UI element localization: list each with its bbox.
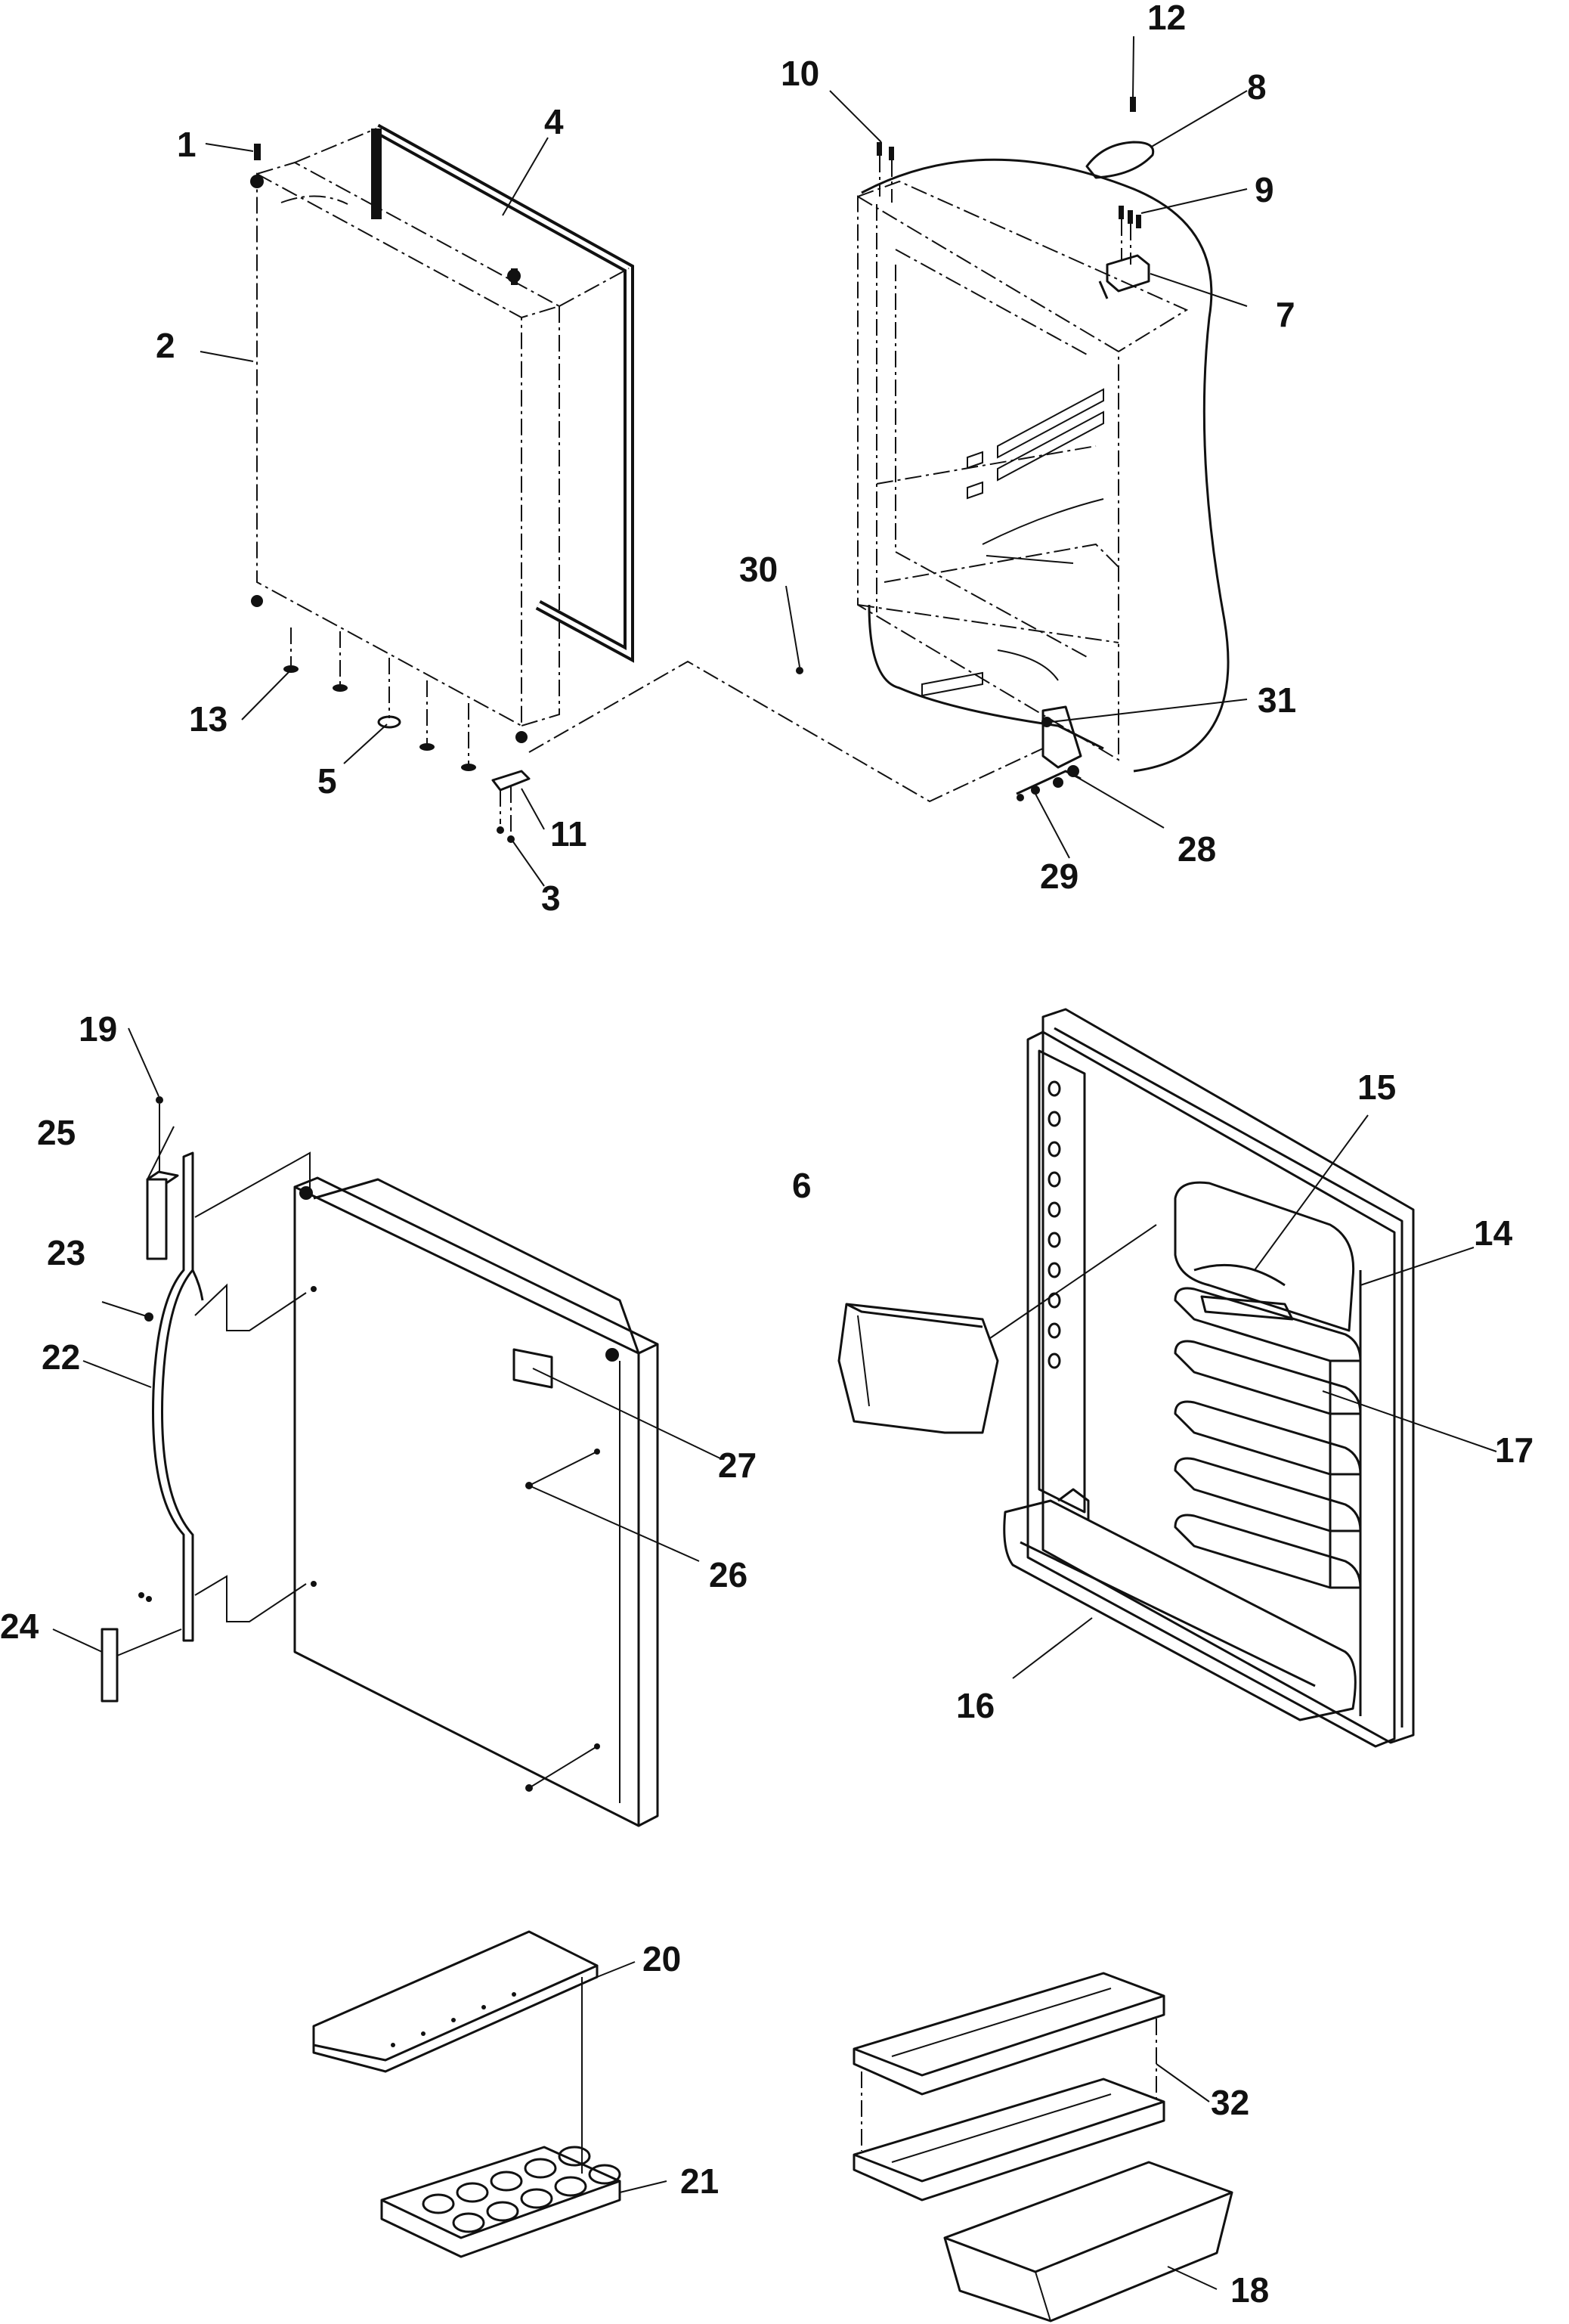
callout-13: 13: [189, 699, 228, 739]
callout-31: 31: [1258, 680, 1297, 720]
callout-leader-lines: [52, 36, 1497, 2290]
callout-17: 17: [1495, 1430, 1534, 1470]
callout-18: 18: [1230, 2270, 1270, 2310]
shelf-and-egg-tray: [312, 1930, 621, 2258]
callout-3: 3: [541, 878, 561, 918]
ice-trays-and-bin: [853, 1972, 1233, 2322]
callout-32: 32: [1211, 2083, 1250, 2122]
callout-30: 30: [739, 550, 778, 589]
callout-14: 14: [1474, 1213, 1513, 1253]
callout-19: 19: [79, 1009, 118, 1049]
door-bins: [1174, 1287, 1362, 1589]
callout-15: 15: [1357, 1067, 1397, 1107]
callout-12: 12: [1147, 0, 1187, 37]
callout-26: 26: [709, 1555, 748, 1594]
callout-10: 10: [781, 54, 820, 93]
callout-22: 22: [42, 1337, 81, 1377]
cabinet-assembly: [796, 97, 1230, 801]
callout-8: 8: [1247, 67, 1267, 107]
callout-28: 28: [1178, 829, 1217, 869]
callout-7: 7: [1276, 295, 1295, 334]
freezer-door-screws: [250, 144, 528, 743]
egg-cups: [422, 2146, 621, 2233]
freezer-door-panel: [256, 161, 562, 727]
callout-9: 9: [1255, 170, 1274, 209]
callout-5: 5: [317, 761, 337, 801]
callout-6: 6: [792, 1166, 812, 1205]
callout-1: 1: [177, 125, 197, 164]
callout-4: 4: [544, 102, 564, 141]
callout-27: 27: [718, 1446, 757, 1485]
callout-25: 25: [37, 1113, 76, 1152]
callout-21: 21: [680, 2161, 720, 2201]
freezer-door-bumpers: [283, 627, 476, 771]
liner-shelf-dimples: [1048, 1080, 1061, 1369]
freezer-bottom-hinge: [491, 770, 531, 843]
door-liner-assembly: [837, 1008, 1415, 1748]
callout-20: 20: [642, 1939, 682, 1978]
callout-29: 29: [1040, 857, 1079, 896]
callout-23: 23: [47, 1233, 86, 1272]
freezer-door-assembly: [250, 123, 1044, 843]
freezer-door-gasket: [371, 123, 634, 663]
callout-24: 24: [0, 1607, 39, 1646]
door-handle: [101, 1096, 311, 1703]
callout-2: 2: [156, 326, 175, 365]
fresh-food-door-assembly: [101, 1096, 659, 1827]
callout-11: 11: [550, 814, 587, 854]
callout-16: 16: [956, 1686, 995, 1725]
